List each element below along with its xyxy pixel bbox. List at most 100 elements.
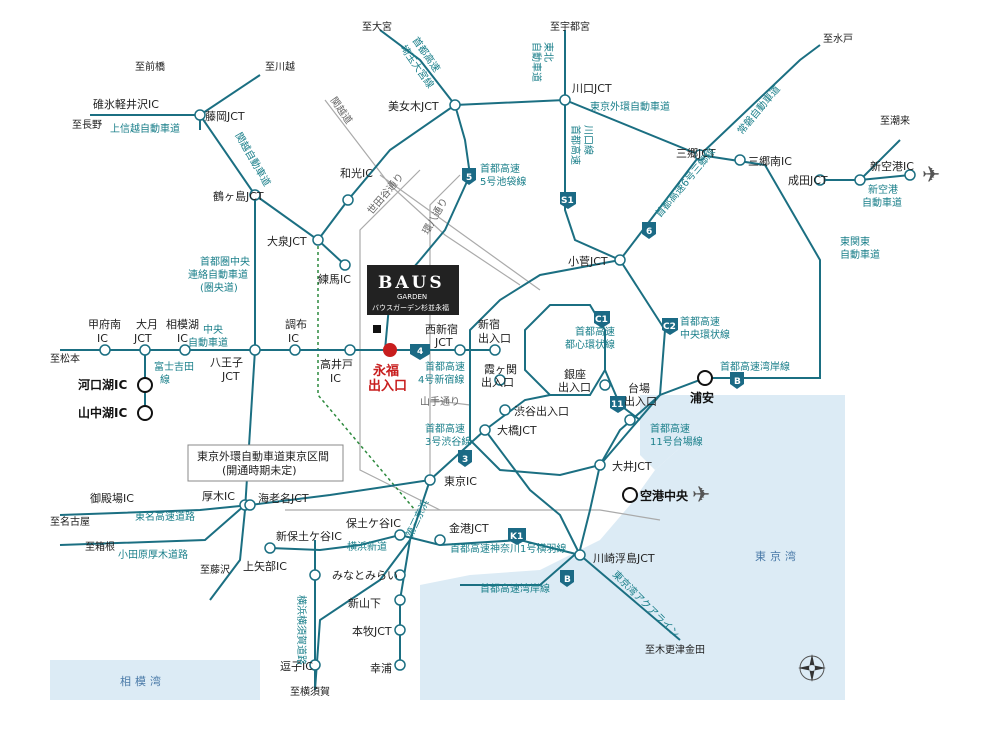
svg-text:保土ケ谷IC: 保土ケ谷IC [346, 516, 401, 530]
svg-text:至大宮: 至大宮 [362, 20, 392, 33]
svg-text:出入口: 出入口 [481, 375, 514, 389]
svg-text:出入口: 出入口 [558, 380, 591, 394]
svg-text:至松本: 至松本 [50, 352, 80, 365]
svg-text:渋谷出入口: 渋谷出入口 [514, 404, 569, 418]
svg-text:浦安: 浦安 [690, 390, 714, 405]
svg-text:都心環状線: 都心環状線 [565, 338, 615, 351]
svg-text:東京外環自動車道: 東京外環自動車道 [590, 100, 670, 113]
svg-text:バウスガーデン杉並永福: バウスガーデン杉並永福 [372, 303, 449, 312]
svg-text:常磐自動車道: 常磐自動車道 [734, 83, 783, 137]
svg-text:6: 6 [646, 227, 652, 237]
svg-text:C2: C2 [663, 322, 676, 332]
svg-text:川崎浮島JCT: 川崎浮島JCT [593, 551, 655, 565]
tokyo-bay-label: 東京湾 [755, 549, 800, 563]
svg-text:関越自動車道: 関越自動車道 [232, 130, 273, 188]
svg-text:川口JCT: 川口JCT [572, 82, 612, 95]
tokyo-bay [420, 395, 845, 700]
direction-labels: 至大宮 至宇都宮 至水戸 至前橋 至川越 至長野 至松本 至名古屋 至箱根 至藤… [50, 20, 910, 698]
svg-text:練馬IC: 練馬IC [318, 272, 351, 286]
site-marker [383, 343, 397, 357]
svg-text:IC: IC [177, 332, 188, 345]
svg-text:K1: K1 [510, 532, 523, 542]
svg-text:3号渋谷線: 3号渋谷線 [425, 435, 471, 448]
svg-text:首都圏中央: 首都圏中央 [200, 255, 250, 268]
svg-text:IC: IC [288, 332, 299, 345]
svg-text:JCT: JCT [221, 370, 240, 383]
baus-logo: BAUS GARDEN バウスガーデン杉並永福 [367, 265, 459, 315]
svg-text:首都高速: 首都高速 [575, 325, 615, 338]
svg-text:5号池袋線: 5号池袋線 [480, 175, 526, 188]
compass-icon [798, 654, 826, 682]
svg-text:GARDEN: GARDEN [397, 293, 427, 301]
svg-text:5: 5 [466, 173, 472, 183]
svg-text:自動車道: 自動車道 [840, 248, 880, 261]
svg-text:11: 11 [611, 400, 624, 410]
svg-text:藤岡JCT: 藤岡JCT [205, 110, 245, 123]
svg-text:小菅JCT: 小菅JCT [568, 255, 608, 268]
svg-text:第三京浜: 第三京浜 [403, 498, 432, 540]
svg-text:首都高速: 首都高速 [425, 422, 465, 435]
svg-text:4: 4 [417, 347, 423, 357]
svg-text:河口湖IC: 河口湖IC [77, 377, 127, 392]
svg-text:JCT: JCT [133, 332, 152, 345]
svg-text:川口線: 川口線 [582, 125, 595, 155]
svg-text:横浜横須賀道路: 横浜横須賀道路 [295, 595, 308, 665]
svg-text:山手通り: 山手通り [420, 395, 460, 408]
svg-text:調布: 調布 [285, 317, 307, 331]
svg-text:首都高速: 首都高速 [650, 422, 690, 435]
svg-text:出入口: 出入口 [478, 331, 511, 345]
svg-text:金港JCT: 金港JCT [449, 521, 489, 535]
svg-text:4号新宿線: 4号新宿線 [418, 373, 464, 386]
svg-text:首都高速神奈川1号横羽線: 首都高速神奈川1号横羽線 [450, 542, 566, 555]
svg-text:連絡自動車道: 連絡自動車道 [188, 268, 248, 281]
svg-text:首都高速湾岸線: 首都高速湾岸線 [480, 582, 550, 595]
svg-text:新空港: 新空港 [868, 183, 898, 196]
svg-text:3: 3 [462, 455, 468, 465]
svg-text:JCT: JCT [434, 336, 453, 349]
svg-text:東京外環自動車道東京区間: 東京外環自動車道東京区間 [197, 449, 329, 463]
svg-text:三郷南IC: 三郷南IC [748, 154, 792, 168]
svg-text:BAUS: BAUS [378, 273, 445, 293]
svg-text:鶴ヶ島JCT: 鶴ヶ島JCT [213, 189, 264, 203]
svg-text:東関東: 東関東 [840, 235, 870, 248]
major-nodes [137, 370, 713, 503]
svg-text:美女木JCT: 美女木JCT [388, 99, 439, 113]
svg-text:出入口: 出入口 [624, 394, 657, 408]
svg-text:中央: 中央 [203, 323, 223, 336]
svg-text:(開通時期未定): (開通時期未定) [222, 463, 297, 477]
svg-text:新宿: 新宿 [478, 317, 500, 331]
svg-text:至木更津金田: 至木更津金田 [645, 643, 705, 656]
narita-airplane-icon: ✈ [922, 163, 940, 188]
svg-text:高井戸: 高井戸 [320, 357, 353, 371]
svg-text:空港中央: 空港中央 [640, 488, 689, 503]
svg-text:東京IC: 東京IC [444, 474, 477, 488]
site-pointer [373, 325, 381, 333]
svg-text:大井JCT: 大井JCT [612, 459, 652, 473]
svg-text:厚木IC: 厚木IC [202, 490, 235, 503]
svg-text:首都高速: 首都高速 [569, 125, 582, 165]
svg-text:S1: S1 [561, 196, 574, 206]
svg-text:至藤沢: 至藤沢 [200, 563, 230, 576]
sagami-bay [50, 660, 260, 700]
svg-text:至水戸: 至水戸 [823, 33, 853, 45]
svg-text:IC: IC [330, 372, 341, 385]
svg-text:西新宿: 西新宿 [425, 322, 458, 336]
svg-text:海老名JCT: 海老名JCT [258, 491, 309, 505]
svg-text:首都高速: 首都高速 [680, 315, 720, 328]
svg-text:(圏央道): (圏央道) [200, 281, 238, 294]
svg-text:上矢部IC: 上矢部IC [243, 559, 287, 573]
svg-text:甲府南: 甲府南 [88, 317, 121, 331]
svg-text:東名高速道路: 東名高速道路 [135, 510, 195, 523]
svg-text:本牧JCT: 本牧JCT [352, 624, 392, 638]
svg-text:霞ヶ関: 霞ヶ関 [484, 363, 517, 376]
svg-text:至箱根: 至箱根 [85, 540, 115, 553]
svg-text:至横須賀: 至横須賀 [290, 685, 330, 698]
svg-text:御殿場IC: 御殿場IC [90, 491, 134, 505]
svg-text:関越道: 関越道 [328, 94, 356, 126]
haneda-airplane-icon: ✈ [692, 483, 710, 508]
junction-nodes [99, 94, 916, 671]
svg-text:和光IC: 和光IC [340, 166, 373, 180]
svg-text:IC: IC [97, 332, 108, 345]
svg-text:大泉JCT: 大泉JCT [267, 234, 307, 248]
svg-text:至前橋: 至前橋 [135, 60, 165, 73]
